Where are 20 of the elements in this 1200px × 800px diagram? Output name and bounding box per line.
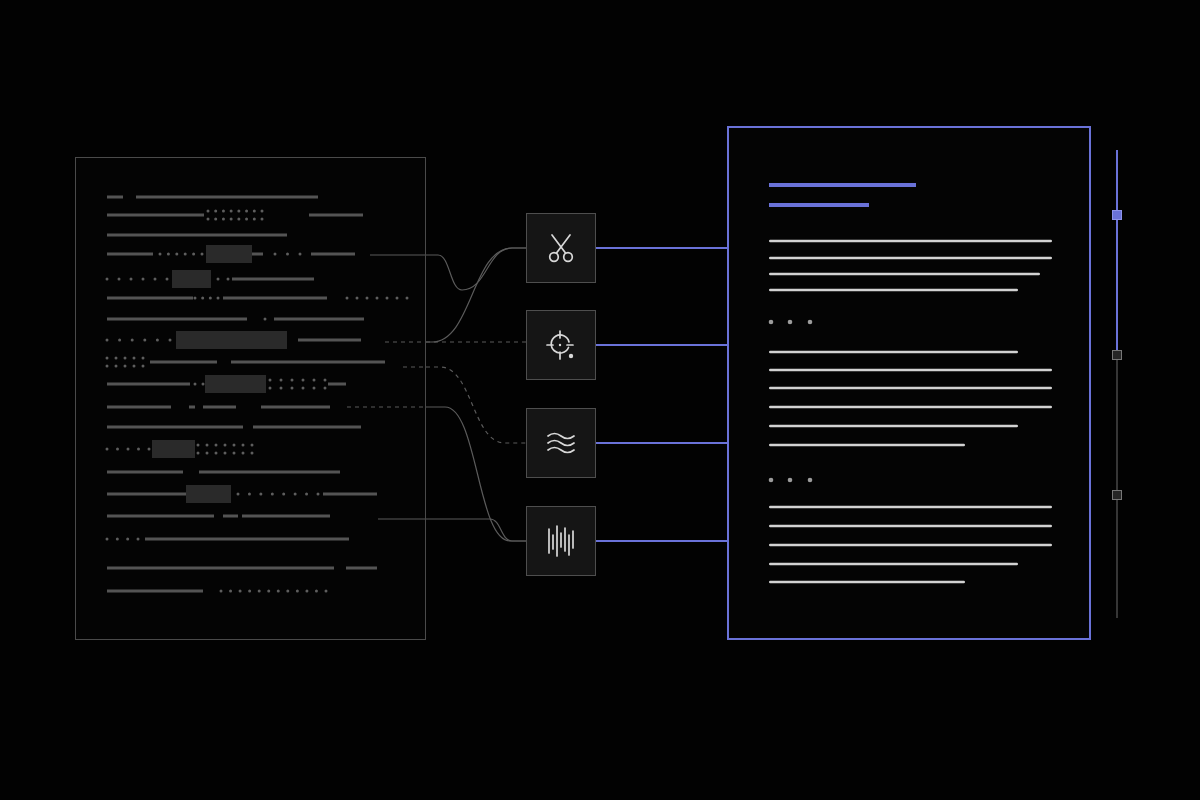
tool-tile [526,213,596,283]
document-page [75,157,426,640]
marker-icon [1112,350,1122,360]
connector-line [425,341,527,343]
marker-icon [1112,210,1122,220]
document-page [727,126,1091,640]
connector-line [595,540,728,542]
marker-icon [1112,490,1122,500]
tool-tile [526,506,596,576]
connector-line [595,442,728,444]
track-line [1116,499,1118,619]
connector-line [425,518,527,542]
track-line [1116,359,1118,491]
connector-line [595,344,728,346]
connector-line [595,247,728,249]
tool-tile [526,408,596,478]
track-line [1116,149,1118,211]
connector-line [425,366,527,444]
tool-tile [526,310,596,380]
track-line [1116,219,1118,351]
